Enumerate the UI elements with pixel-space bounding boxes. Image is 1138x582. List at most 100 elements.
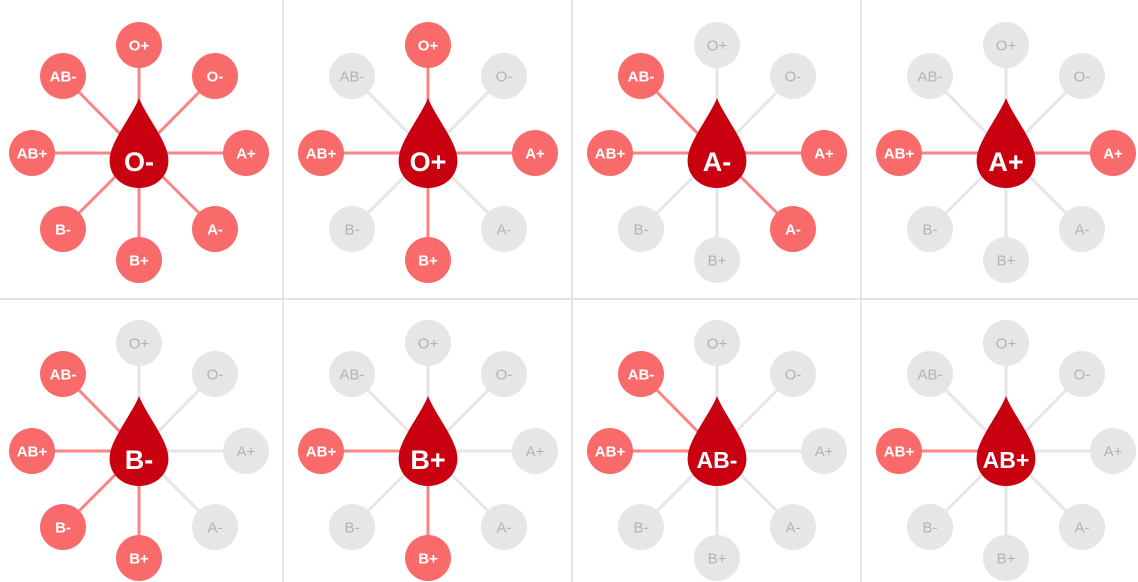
node-label: B+ bbox=[708, 551, 727, 568]
node-label: A+ bbox=[815, 444, 834, 461]
node-circle bbox=[116, 535, 162, 581]
node-circle bbox=[801, 428, 847, 474]
node-circle bbox=[618, 206, 664, 252]
node-circle bbox=[405, 320, 451, 366]
blood-type-node: O+ bbox=[694, 22, 740, 68]
center-blood-type: A+ bbox=[988, 147, 1023, 177]
node-circle bbox=[907, 351, 953, 397]
blood-type-node: A+ bbox=[512, 130, 558, 176]
blood-type-node: B- bbox=[329, 206, 375, 252]
node-label: AB- bbox=[628, 69, 655, 86]
panel-A-pos: O+O-A-B+B-AB-A+AB+A+ bbox=[867, 0, 1138, 291]
node-label: O- bbox=[1074, 367, 1091, 384]
blood-type-node: O+ bbox=[116, 22, 162, 68]
blood-type-node: O- bbox=[481, 351, 527, 397]
node-label: AB+ bbox=[306, 146, 337, 163]
node-circle bbox=[116, 22, 162, 68]
blood-type-node: AB- bbox=[618, 53, 664, 99]
node-circle bbox=[9, 130, 55, 176]
blood-drop-icon bbox=[109, 98, 169, 188]
center-blood-type: A- bbox=[703, 147, 732, 177]
panel-O-neg: O+O-A+A-B+B-AB+AB-O- bbox=[0, 0, 284, 291]
blood-type-node: O+ bbox=[405, 320, 451, 366]
node-label: AB+ bbox=[595, 146, 626, 163]
node-label: B+ bbox=[708, 253, 727, 270]
blood-type-node: B+ bbox=[116, 535, 162, 581]
compatibility-diagram: O+O-A+A-B+B-AB+AB-AB- bbox=[587, 320, 847, 581]
center-blood-type: B- bbox=[125, 445, 154, 475]
node-circle bbox=[694, 22, 740, 68]
node-circle bbox=[192, 351, 238, 397]
blood-type-node: AB+ bbox=[298, 130, 344, 176]
node-label: A+ bbox=[525, 146, 545, 163]
node-label: B- bbox=[345, 520, 360, 537]
node-circle bbox=[770, 206, 816, 252]
node-circle bbox=[876, 428, 922, 474]
node-label: O+ bbox=[418, 38, 439, 55]
blood-type-node: A- bbox=[192, 504, 238, 550]
node-circle bbox=[298, 130, 344, 176]
node-circle bbox=[9, 428, 55, 474]
node-label: O- bbox=[1074, 69, 1091, 86]
node-circle bbox=[1059, 504, 1105, 550]
node-label: O+ bbox=[129, 38, 150, 55]
node-label: A+ bbox=[1104, 444, 1123, 461]
node-circle bbox=[907, 504, 953, 550]
blood-type-node: AB+ bbox=[876, 130, 922, 176]
compatibility-diagram: O+O-A+A-B+B-AB-AB+AB+ bbox=[876, 320, 1136, 581]
blood-type-node: O- bbox=[192, 351, 238, 397]
node-circle bbox=[116, 320, 162, 366]
node-circle bbox=[983, 22, 1029, 68]
node-label: A- bbox=[1075, 520, 1090, 537]
node-circle bbox=[770, 351, 816, 397]
node-circle bbox=[907, 206, 953, 252]
node-circle bbox=[298, 428, 344, 474]
node-label: A+ bbox=[814, 146, 834, 163]
column-divider bbox=[571, 0, 573, 582]
blood-type-node: A- bbox=[1059, 206, 1105, 252]
panel-AB-pos: O+O-A+A-B+B-AB-AB+AB+ bbox=[867, 298, 1138, 582]
node-circle bbox=[694, 535, 740, 581]
node-circle bbox=[983, 237, 1029, 283]
blood-type-node: A+ bbox=[801, 130, 847, 176]
node-circle bbox=[481, 351, 527, 397]
node-label: B- bbox=[923, 222, 938, 239]
node-circle bbox=[481, 53, 527, 99]
node-label: A- bbox=[1075, 222, 1090, 239]
center-blood-type: O- bbox=[124, 147, 154, 177]
blood-type-node: AB- bbox=[40, 351, 86, 397]
node-label: B- bbox=[634, 520, 649, 537]
node-label: A+ bbox=[526, 444, 545, 461]
blood-type-node: B+ bbox=[983, 237, 1029, 283]
node-circle bbox=[405, 22, 451, 68]
node-label: A- bbox=[786, 520, 801, 537]
node-circle bbox=[329, 504, 375, 550]
blood-type-node: O- bbox=[770, 351, 816, 397]
node-circle bbox=[1090, 428, 1136, 474]
panel-O-pos: O-A-B-AB-O+A+B+AB+O+ bbox=[289, 0, 573, 291]
node-circle bbox=[618, 351, 664, 397]
node-label: O- bbox=[207, 367, 224, 384]
node-label: A+ bbox=[237, 444, 256, 461]
node-circle bbox=[770, 53, 816, 99]
node-label: AB- bbox=[50, 367, 77, 384]
node-label: O- bbox=[785, 367, 802, 384]
panel-AB-neg: O+O-A+A-B+B-AB+AB-AB- bbox=[578, 298, 862, 582]
node-label: AB- bbox=[339, 69, 364, 86]
node-label: B+ bbox=[129, 551, 149, 568]
blood-type-node: B- bbox=[618, 206, 664, 252]
node-circle bbox=[223, 130, 269, 176]
blood-type-node: B+ bbox=[694, 535, 740, 581]
node-circle bbox=[618, 53, 664, 99]
blood-type-node: A+ bbox=[801, 428, 847, 474]
blood-type-node: B+ bbox=[983, 535, 1029, 581]
node-circle bbox=[587, 130, 633, 176]
node-circle bbox=[223, 428, 269, 474]
node-label: A- bbox=[207, 222, 223, 239]
node-label: B+ bbox=[997, 551, 1016, 568]
node-circle bbox=[40, 206, 86, 252]
node-label: B+ bbox=[418, 551, 438, 568]
node-label: O+ bbox=[418, 336, 439, 353]
blood-type-node: AB- bbox=[907, 351, 953, 397]
